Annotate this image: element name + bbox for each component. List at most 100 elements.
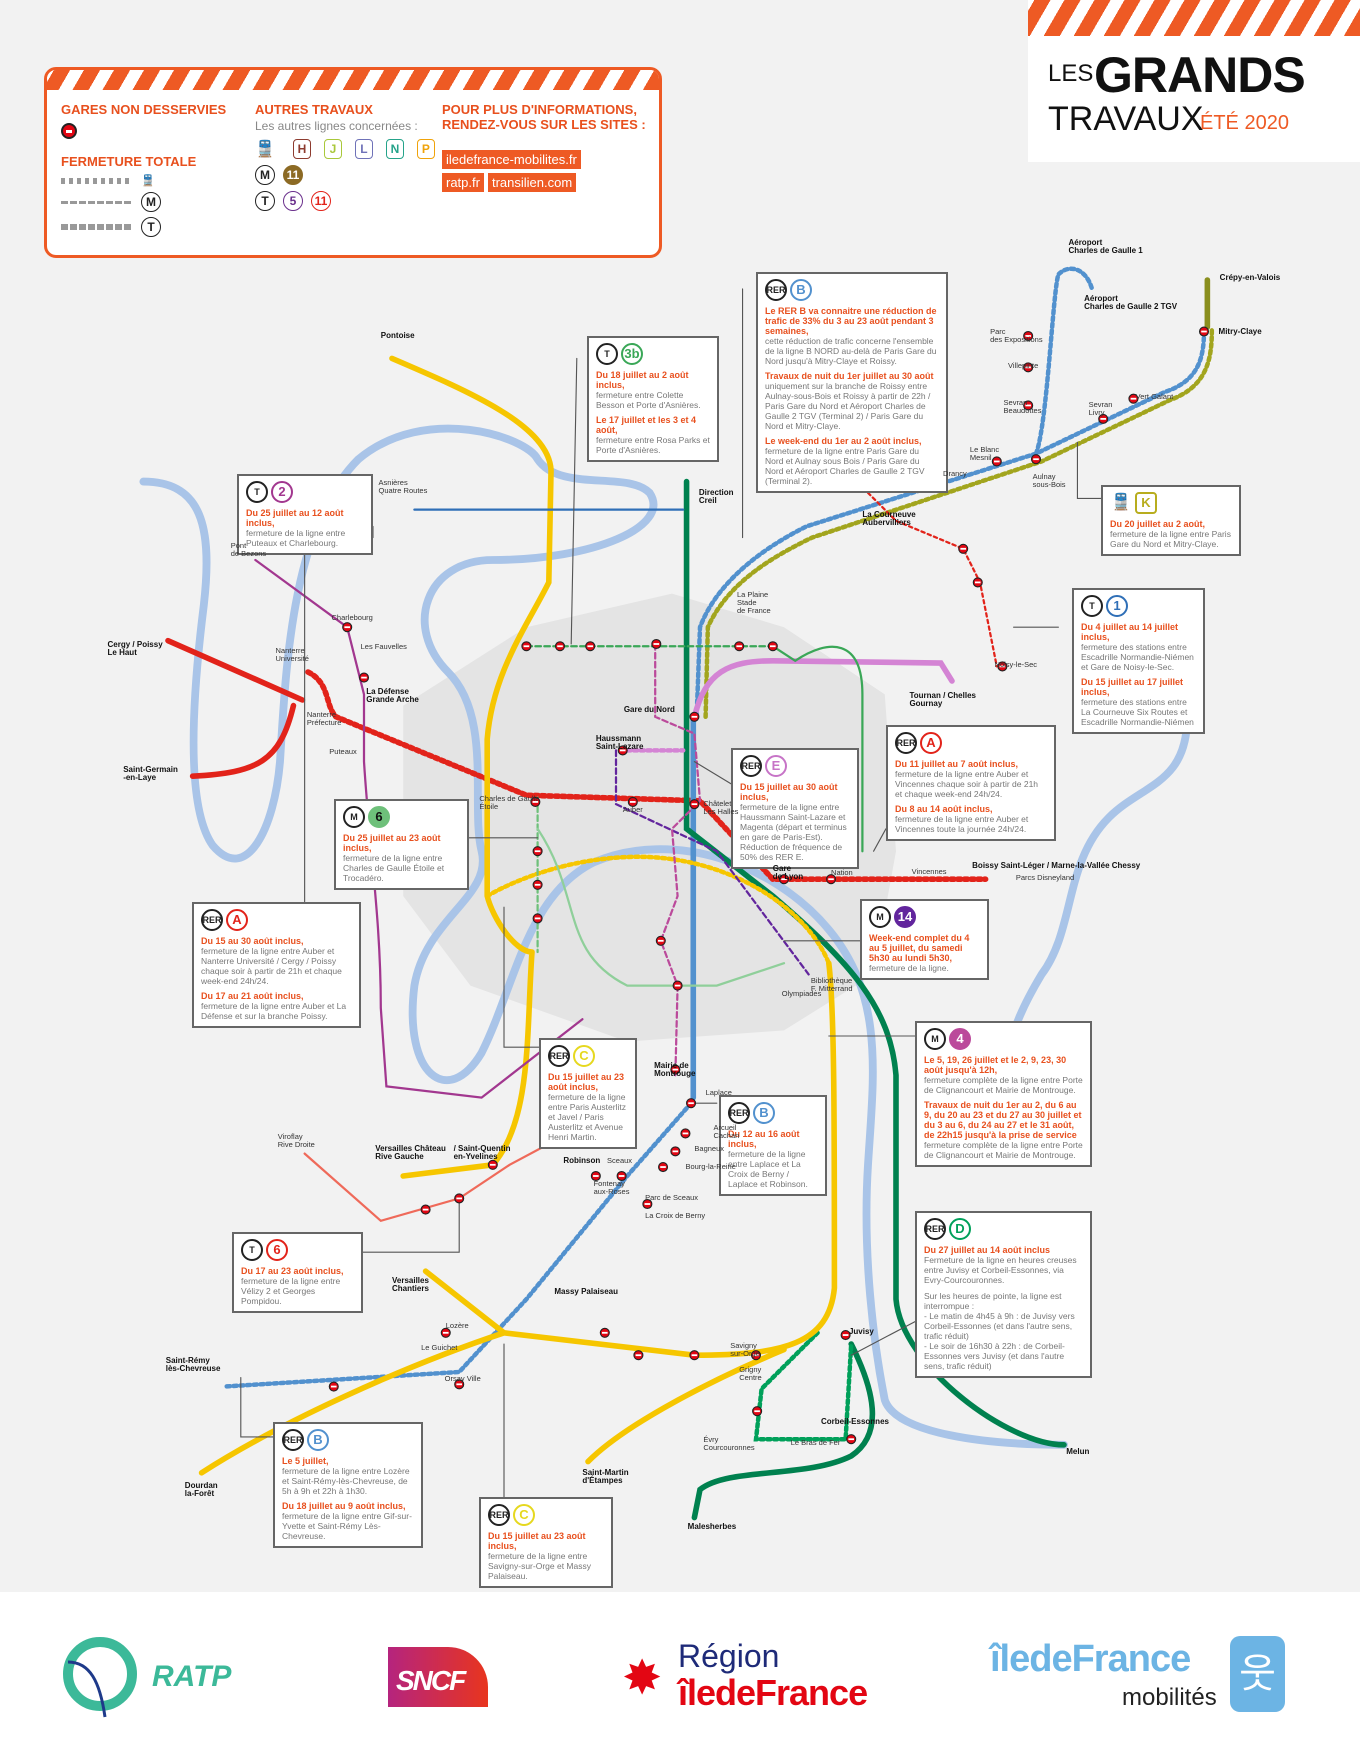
station-label: Boissy Saint-Léger / Marne-la-Vallée Che…	[972, 861, 1141, 871]
notice-text: fermeture complète de la ligne entre Por…	[924, 1140, 1083, 1160]
rer-mode-icon: RER	[548, 1045, 570, 1067]
train-icon: 🚆	[1110, 492, 1132, 514]
notice-text: fermeture de la ligne entre Paris Auster…	[548, 1092, 626, 1142]
station-label: Évry Courcouronnes	[703, 1434, 755, 1452]
rer-mode-icon: RER	[201, 909, 223, 931]
title-ete: ÉTÉ 2020	[1200, 112, 1289, 134]
t-mode-icon: T	[246, 481, 268, 503]
closed-station-icon	[651, 638, 662, 650]
station-label: Pontoise	[380, 330, 415, 340]
closed-station-icon	[750, 1350, 762, 1361]
link-ratp[interactable]: ratp.fr	[442, 173, 484, 192]
notice-text: fermeture de la ligne entre Vélizy 2 et …	[241, 1276, 341, 1306]
station-label: Crépy-en-Valois	[1219, 273, 1281, 283]
region-label: Région	[678, 1638, 780, 1674]
station-label: Mairie de Montrouge	[654, 1060, 696, 1078]
closed-station-icon	[1098, 413, 1109, 424]
metro-closure-pattern	[61, 200, 133, 204]
notice-dates: Du 15 au 30 août inclus,	[201, 936, 304, 946]
closed-station-icon	[670, 1064, 681, 1075]
closed-station-icon	[826, 874, 837, 885]
closed-station-icon	[1023, 400, 1034, 411]
closed-station-icon	[672, 980, 683, 991]
station-label: Parc de Sceaux	[645, 1192, 699, 1202]
tram-line-11: 11	[311, 191, 331, 211]
m-mode-icon: M	[924, 1028, 946, 1050]
t-mode-icon: T	[596, 343, 618, 365]
train-line-P: P	[416, 139, 435, 159]
ratp-logo: RATP	[60, 1632, 270, 1722]
station-label: Versailles Chantiers	[392, 1275, 429, 1293]
closed-station-icon	[680, 1128, 691, 1139]
line-badge-D: D	[949, 1218, 971, 1240]
sncf-label: SNCF	[396, 1665, 466, 1696]
station-label: Auber	[622, 805, 643, 815]
closed-station-icon	[658, 1162, 669, 1173]
closed-station-icon	[633, 1350, 644, 1361]
idfm-label: îledeFrance	[990, 1638, 1191, 1680]
notice-text: fermeture de la ligne entre Charles de G…	[343, 853, 445, 883]
station-label: Aulnay sous-Bois	[1032, 471, 1066, 489]
station-label: Direction Creil	[698, 488, 734, 506]
closed-station-icon	[972, 577, 983, 588]
link-idfm[interactable]: iledefrance-mobilites.fr	[442, 150, 581, 169]
station-label: Gare de Lyon	[772, 863, 804, 881]
train-line-N: N	[385, 139, 404, 159]
notice-text: fermeture de la ligne entre Savigny-sur-…	[488, 1551, 591, 1581]
notice-dates: Du 8 au 14 août inclus,	[895, 804, 993, 814]
link-transilien[interactable]: transilien.com	[487, 173, 577, 192]
notice-dates: Du 11 juillet au 7 août inclus,	[895, 759, 1019, 769]
station-label: Nanterre Université	[275, 646, 309, 664]
closed-station-icon	[532, 846, 543, 857]
closed-station-icon	[487, 1159, 498, 1170]
closed-station-icon	[840, 1330, 851, 1341]
station-label: Parc des Expositions	[990, 327, 1043, 345]
station-label: Villepinte	[1008, 360, 1039, 370]
closed-station-icon	[532, 913, 543, 924]
callout-badges: 🚆K	[1110, 492, 1232, 514]
notice-dates: Week-end complet du 4 au 5 juillet, du s…	[869, 933, 970, 963]
notice-text: cette réduction de trafic concerne l'ens…	[765, 336, 937, 366]
ratp-emblem-icon	[63, 1637, 137, 1718]
closed-station-icon	[991, 456, 1002, 467]
station-label: Vert Galant	[1135, 392, 1174, 402]
notice-text: fermeture de la ligne entre Auber et La …	[201, 1001, 347, 1021]
rer-e-line	[691, 657, 955, 720]
notice-dates: Du 15 juillet au 17 juillet inclus,	[1081, 677, 1184, 697]
station-label: Dourdan la-Forêt	[184, 1480, 218, 1498]
notice-text: Fermeture de la ligne en heures creuses …	[924, 1255, 1077, 1285]
rer-k-closed	[703, 328, 1215, 720]
station-label: Sevran Livry	[1088, 399, 1113, 417]
station-label: Massy Palaiseau	[554, 1287, 618, 1296]
notice-text: fermeture de la ligne entre Paris Gare d…	[765, 446, 925, 486]
closed-station-icon	[642, 1198, 653, 1210]
closed-station-icon	[590, 1170, 601, 1182]
station-label: Laplace	[705, 1087, 732, 1097]
notice-text: fermeture de la ligne entre Paris Gare d…	[1110, 529, 1231, 549]
station-label: Viroflay Rive Droite	[277, 1132, 315, 1150]
station-label: Les Fauvelles	[360, 641, 407, 651]
notice-dates: Le RER B va connaitre une réduction de t…	[765, 306, 937, 336]
line-badge-B: B	[753, 1102, 775, 1124]
closed-station-icon	[420, 1204, 431, 1215]
hazard-stripes	[47, 70, 659, 90]
closed-station-icon	[1023, 330, 1034, 342]
station-label: Sevran Beaudottes	[1003, 397, 1042, 415]
station-label: Juvisy	[848, 1327, 874, 1337]
station-label: La Défense Grande Arche	[366, 686, 419, 704]
notice-text: fermeture de la ligne entre Auber et Vin…	[895, 769, 1039, 799]
